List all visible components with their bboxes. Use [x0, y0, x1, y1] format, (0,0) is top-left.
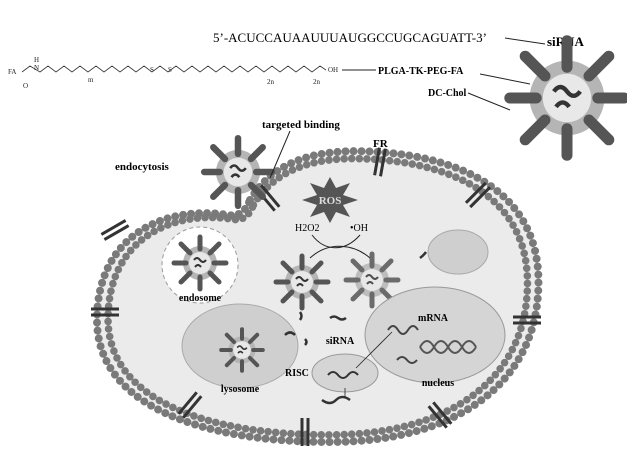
lysosome-label: lysosome	[221, 384, 260, 395]
reaction-arrow	[311, 234, 361, 249]
targeted-binding-label: targeted binding	[262, 119, 340, 131]
subscript-2n-1: 2n	[267, 78, 275, 86]
risc-rna-icon	[327, 371, 359, 379]
nanoparticle-intact	[276, 256, 328, 308]
sirna-sequence: 5’-ACUCCAUAAUUUAUGGCCUGCAGUATT-3’	[213, 30, 487, 45]
endosome-label: endosome	[179, 293, 222, 304]
nanoparticle-binding	[204, 138, 272, 206]
subscript-2n-2: 2n	[313, 78, 321, 86]
h2o2-label: H2O2	[295, 223, 319, 234]
nucleus	[364, 286, 506, 384]
organelle	[427, 229, 489, 275]
mrna-label: mRNA	[418, 313, 449, 324]
polymer-label: PLGA-TK-PEG-FA	[378, 66, 464, 77]
dc-chol-label: DC-Chol	[428, 88, 467, 99]
arrow-sequence-to-sirna	[504, 37, 546, 45]
cleaved-mrna-icon	[321, 395, 351, 405]
degradation-arrow	[309, 245, 371, 259]
nanoparticle-endosome	[174, 237, 226, 289]
nucleus-label: nucleus	[422, 378, 454, 389]
atom-h: H	[34, 56, 39, 64]
arrow-mrna-to-risc	[355, 331, 393, 369]
sirna-cell-label: siRNA	[326, 336, 355, 347]
atom-fa: FA	[8, 68, 16, 76]
risc-complex	[311, 353, 379, 393]
dna-icon	[419, 340, 477, 354]
ros-star-icon	[302, 177, 358, 223]
atom-n: N	[34, 64, 39, 72]
subscript-m: m	[88, 76, 94, 84]
hydroxyl-radical-label: •OH	[350, 223, 368, 234]
endocytosis-label: endocytosis	[115, 161, 170, 173]
polymer-chemical-structure: FA H N O m S S 2n 2n OH	[8, 56, 338, 90]
arrow-targeted-binding	[269, 130, 291, 179]
rna-icon	[396, 356, 418, 364]
nanoparticle-lysosome	[221, 329, 263, 371]
atom-s1: S	[150, 66, 154, 74]
arrow-polymer	[479, 73, 531, 85]
arrow-dc-chol	[467, 92, 511, 111]
atom-o: O	[23, 82, 28, 90]
risc-label: RISC	[285, 368, 309, 379]
ros-label: ROS	[319, 195, 342, 207]
nanoparticle-large	[510, 41, 624, 155]
fr-label: FR	[373, 138, 389, 150]
mrna-icon	[387, 325, 419, 335]
atom-oh: OH	[328, 66, 338, 74]
